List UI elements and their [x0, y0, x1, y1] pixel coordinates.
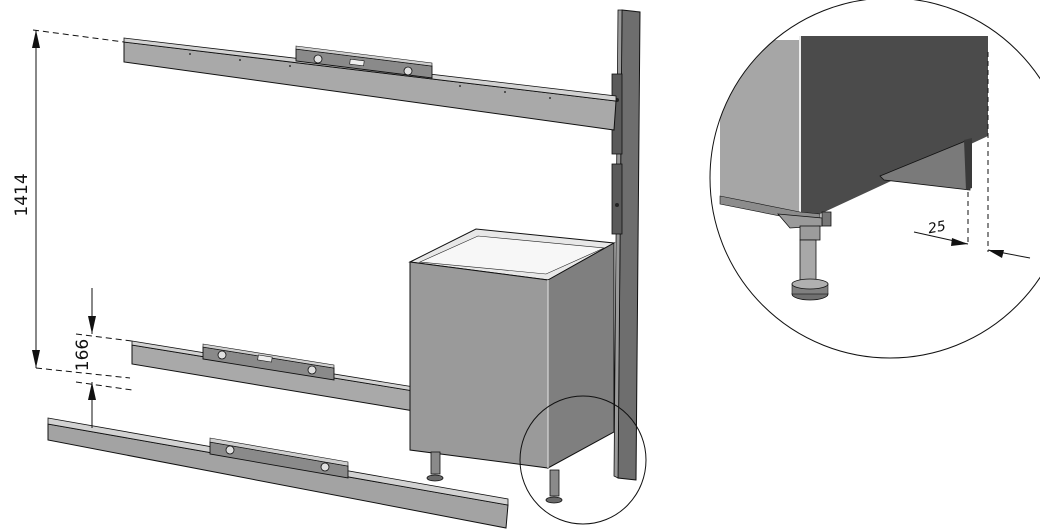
screw-icon — [225, 445, 235, 455]
middle-rail — [131, 340, 421, 413]
dimension-label-setback: 25 — [927, 218, 947, 237]
base-cabinet — [408, 228, 616, 504]
dimension-label-offset: 166 — [73, 339, 93, 371]
screw-icon — [217, 350, 227, 360]
leveling-foot — [545, 469, 563, 504]
spirit-level-bottom — [209, 437, 349, 479]
dimension-offset: 166 — [73, 288, 133, 428]
leveling-foot-detail — [777, 211, 832, 301]
spirit-level-middle — [202, 343, 335, 381]
dimension-height: 1414 — [12, 29, 131, 379]
wall-panel — [611, 9, 641, 481]
plinth-rail — [47, 417, 509, 529]
screw-icon — [313, 54, 323, 64]
screw-icon — [320, 462, 330, 472]
spirit-level-top — [295, 45, 433, 79]
detail-callout-circle — [519, 395, 647, 525]
leveling-foot — [426, 451, 444, 482]
screw-icon — [307, 365, 317, 375]
dimension-setback: 25 — [913, 52, 1031, 259]
top-rail — [123, 37, 617, 131]
detail-view: 25 — [710, 0, 1040, 358]
detail-view-border — [709, 0, 1040, 359]
dimension-label-height: 1414 — [12, 173, 32, 216]
screw-icon — [403, 66, 413, 76]
